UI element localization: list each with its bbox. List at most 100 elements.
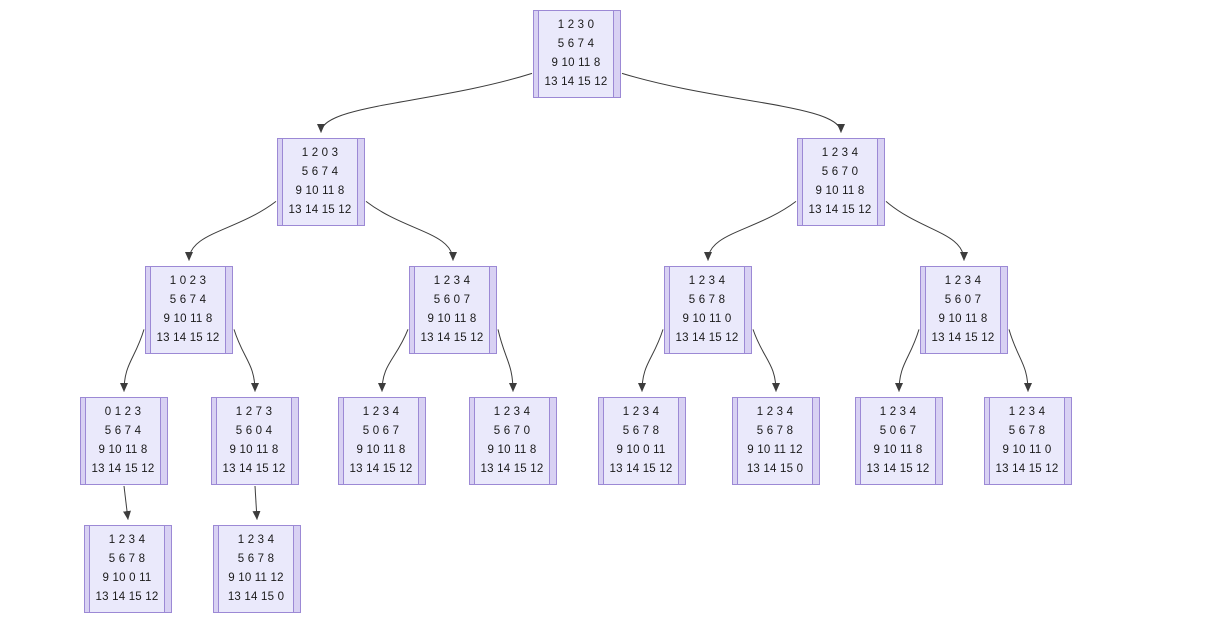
puzzle-grid-row: 9 10 0 11 (616, 444, 666, 456)
node-right-band (744, 267, 751, 353)
node-left-band (856, 398, 861, 484)
puzzle-grid-row: 9 10 11 8 (487, 444, 537, 456)
puzzle-grid-row: 5 6 7 4 (104, 425, 142, 437)
puzzle-grid-row: 1 2 0 3 (301, 147, 339, 159)
puzzle-grid-row: 5 0 6 7 (362, 425, 400, 437)
puzzle-grid-row: 5 6 7 8 (108, 553, 146, 565)
puzzle-grid-row: 13 14 15 12 (675, 332, 739, 344)
node-left-band (410, 267, 415, 353)
puzzle-grid-row: 9 10 11 12 (228, 572, 284, 584)
puzzle-grid-row: 5 6 7 8 (756, 425, 794, 437)
puzzle-grid-row: 13 14 15 12 (480, 463, 544, 475)
puzzle-grid-row: 1 2 3 4 (688, 275, 726, 287)
puzzle-grid-row: 9 10 11 8 (356, 444, 406, 456)
node-right-band (489, 267, 496, 353)
node-left-band (470, 398, 475, 484)
puzzle-grid: 1 2 3 4 5 6 7 8 9 10 11 12 13 14 15 0 (738, 398, 812, 484)
node-right-band (678, 398, 685, 484)
node-left-band (665, 267, 670, 353)
node-right-band (812, 398, 819, 484)
puzzle-grid-row: 1 2 3 4 (1008, 406, 1046, 418)
puzzle-grid-row: 13 14 15 12 (995, 463, 1059, 475)
tree-edge (185, 200, 277, 261)
node-left-band (278, 139, 283, 225)
node-left-band (733, 398, 738, 484)
puzzle-grid-row: 5 6 7 0 (821, 166, 859, 178)
puzzle-grid-row: 9 10 11 12 (747, 444, 803, 456)
node-right-band (225, 267, 232, 353)
puzzle-grid-row: 9 10 11 0 (1002, 444, 1052, 456)
puzzle-grid-row: 5 6 0 7 (433, 294, 471, 306)
tree-edge (895, 329, 920, 392)
tree-edge (365, 200, 457, 261)
puzzle-grid-row: 1 2 3 4 (622, 406, 660, 418)
puzzle-grid-row: 5 6 7 4 (169, 294, 207, 306)
node-left-band (212, 398, 217, 484)
tree-edge (1008, 329, 1032, 392)
node-left-band (985, 398, 990, 484)
puzzle-grid-row: 9 10 11 8 (98, 444, 148, 456)
tree-edge (885, 200, 968, 261)
tree-edge (704, 200, 797, 261)
node-right-band (1064, 398, 1071, 484)
node-left-band (798, 139, 803, 225)
tree-edge (378, 329, 409, 392)
node-left-band (599, 398, 604, 484)
puzzle-grid-row: 13 14 15 12 (222, 463, 286, 475)
puzzle-grid-row: 13 14 15 12 (349, 463, 413, 475)
node-right-band (291, 398, 298, 484)
puzzle-grid: 1 2 3 4 5 6 7 8 9 10 11 0 13 14 15 12 (670, 267, 744, 353)
puzzle-grid-row: 9 10 11 8 (427, 313, 477, 325)
puzzle-grid-row: 9 10 11 0 (682, 313, 732, 325)
node-right-band (549, 398, 556, 484)
puzzle-grid-row: 9 10 0 11 (102, 572, 152, 584)
puzzle-grid-row: 13 14 15 12 (609, 463, 673, 475)
puzzle-grid-row: 9 10 11 8 (815, 185, 865, 197)
puzzle-grid-row: 13 14 15 12 (808, 204, 872, 216)
tree-edge (233, 329, 259, 392)
puzzle-grid-row: 13 14 15 0 (746, 463, 804, 475)
puzzle-grid-row: 13 14 15 12 (420, 332, 484, 344)
node-left-band (214, 526, 219, 612)
puzzle-grid-row: 5 6 7 8 (237, 553, 275, 565)
puzzle-grid-row: 1 2 3 4 (944, 275, 982, 287)
puzzle-grid-row: 13 14 15 12 (544, 76, 608, 88)
puzzle-state-node: 1 2 3 4 5 6 7 8 9 10 11 12 13 14 15 0 (732, 397, 820, 485)
puzzle-grid-row: 5 6 7 8 (688, 294, 726, 306)
node-right-band (935, 398, 942, 484)
puzzle-grid-row: 5 0 6 7 (879, 425, 917, 437)
node-right-band (293, 526, 300, 612)
node-left-band (81, 398, 86, 484)
puzzle-grid-row: 9 10 11 8 (295, 185, 345, 197)
node-left-band (85, 526, 90, 612)
tree-edge (752, 329, 780, 392)
puzzle-grid-row: 13 14 15 12 (288, 204, 352, 216)
tree-edge (638, 329, 664, 392)
puzzle-grid-row: 13 14 15 12 (91, 463, 155, 475)
puzzle-grid-row: 1 2 3 4 (756, 406, 794, 418)
node-right-band (160, 398, 167, 484)
